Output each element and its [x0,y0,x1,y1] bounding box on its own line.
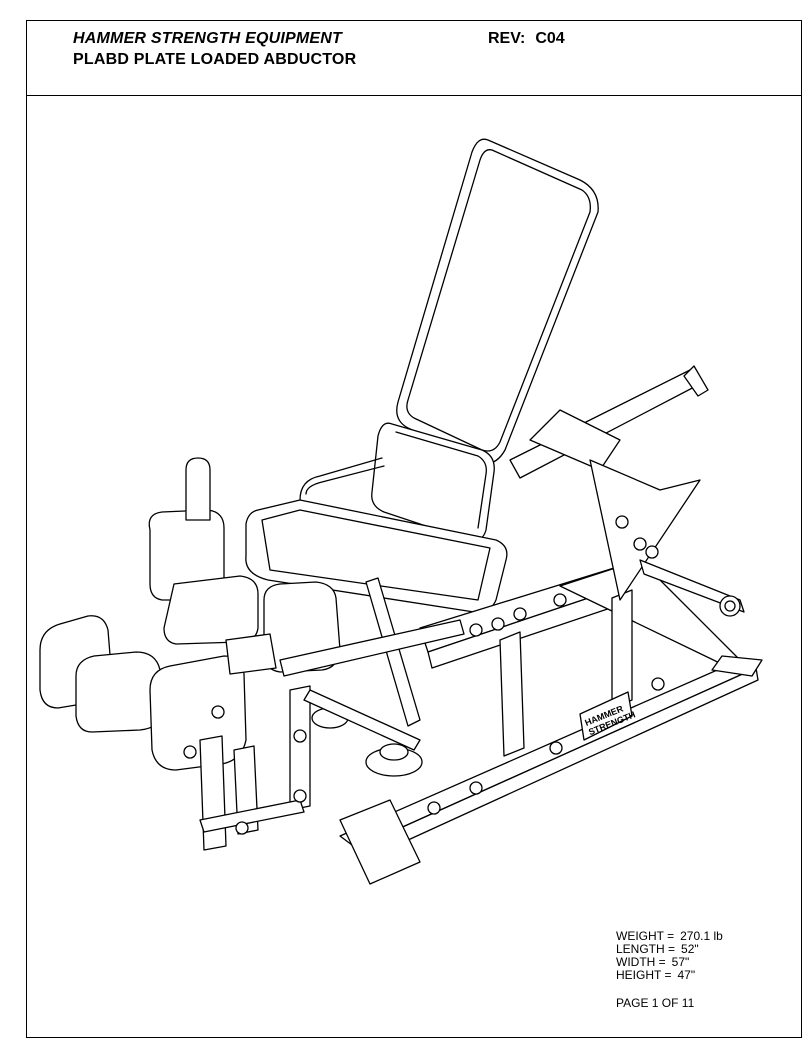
drawing-sheet: HAMMER STRENGTH EQUIPMENT PLABD PLATE LO… [26,20,802,1038]
spec-label: HEIGHT = [616,968,672,982]
revision: REV: C04 [488,30,565,48]
armrest-loop [299,457,385,501]
spec-value: 52" [681,942,699,956]
hand-lever [365,577,421,727]
page-number: PAGE 1 OF 11 [616,996,695,1010]
spec-value: 270.1 lb [680,929,723,943]
spec-block: WEIGHT = 270.1 lb LENGTH = 52" WIDTH = 57"HEI… [616,930,723,982]
front-frame [185,457,465,851]
spec-label: WIDTH = [616,955,666,969]
model-title: PLABD PLATE LOADED ABDUCTOR [73,51,357,68]
spec-value: 47" [677,968,696,982]
revision-label: REV: [488,30,526,47]
hammer-strength-logo: HAMMER STRENGTH [579,691,637,741]
revision-value: C04 [535,30,565,47]
title-block: HAMMER STRENGTH EQUIPMENT PLABD PLATE LO… [27,21,801,96]
leg-pads [39,509,341,771]
spec-row: WIDTH = 57" [616,956,723,969]
bolts [183,515,665,835]
spec-label: WEIGHT = [616,929,675,943]
spec-value: 57" [671,955,690,969]
spec-label: LENGTH = [616,942,676,956]
lever-arm [509,365,745,617]
main-frame [339,559,763,885]
spec-row: HEIGHT = 47" [616,969,723,982]
brand-title: HAMMER STRENGTH EQUIPMENT [73,30,342,47]
spec-row: WEIGHT = 270.1 lb [616,930,723,943]
spec-row: LENGTH = 52" [616,943,723,956]
pivot-assembly [303,689,423,777]
